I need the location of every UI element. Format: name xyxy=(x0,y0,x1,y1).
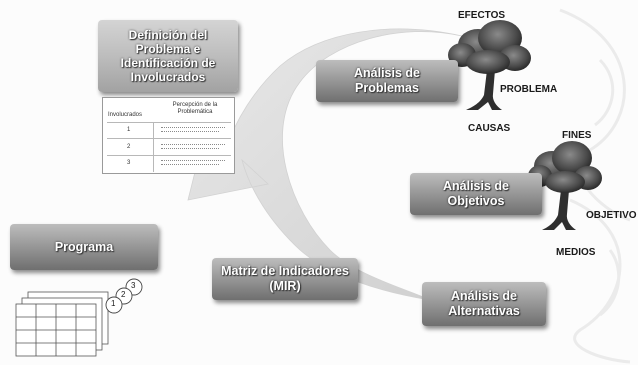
objective-tree-icon xyxy=(528,141,602,230)
problem-tree-right-label: PROBLEMA xyxy=(500,84,558,95)
analisis-problemas-label: Análisis de Problemas xyxy=(354,66,420,95)
table-header-involucrados: Involucrados xyxy=(107,112,143,118)
calendar-grid-icon xyxy=(15,291,109,357)
objective-tree-bottom-label: MEDIOS xyxy=(556,247,596,258)
table-cell-placeholder xyxy=(161,144,225,145)
table-row-number: 3 xyxy=(127,160,131,166)
objective-tree-top-label: FINES xyxy=(562,130,592,141)
problem-tree-top-label: EFECTOS xyxy=(458,10,506,21)
analisis-objetivos-label: Análisis de Objetivos xyxy=(443,179,509,208)
table-cell-placeholder xyxy=(161,131,219,132)
problem-tree-bottom-label: CAUSAS xyxy=(468,123,511,134)
table-row-rule xyxy=(107,138,231,139)
calendar-badge-1: 1 xyxy=(111,299,116,308)
objective-tree-right-label: OBJETIVO xyxy=(586,210,637,221)
matriz-indicadores-label: Matriz de Indicadores (MIR) xyxy=(221,264,349,293)
calendar-badge-3: 3 xyxy=(131,281,136,290)
stakeholders-table: Involucrados Percepción de la Problemáti… xyxy=(102,97,235,174)
table-column-divider xyxy=(153,122,154,172)
table-header-percepcion: Percepción de la Problemática xyxy=(172,102,218,115)
table-header-rule xyxy=(107,122,231,123)
calendar-badge-circles xyxy=(105,278,143,314)
definicion-label: Definición del Problema e Identificación… xyxy=(120,28,216,84)
watermark-ornament xyxy=(559,8,631,364)
table-row-rule xyxy=(107,155,231,156)
analisis-alternativas-label: Análisis de Alternativas xyxy=(448,289,520,318)
table-row-number: 1 xyxy=(127,127,131,133)
table-cell-placeholder xyxy=(161,164,219,165)
table-row-number: 2 xyxy=(127,144,131,150)
table-cell-placeholder xyxy=(161,127,225,128)
programa-label: Programa xyxy=(54,239,114,254)
table-cell-placeholder xyxy=(161,160,225,161)
table-cell-placeholder xyxy=(161,148,219,149)
matriz-indicadores-box: Matriz de Indicadores (MIR) xyxy=(212,258,358,300)
analisis-objetivos-box: Análisis de Objetivos xyxy=(410,173,542,215)
calendar-badge-2: 2 xyxy=(121,290,126,299)
definicion-box: Definición del Problema e Identificación… xyxy=(98,20,238,92)
analisis-alternativas-box: Análisis de Alternativas xyxy=(422,282,546,326)
problem-tree-icon xyxy=(448,20,531,110)
programa-box: Programa xyxy=(10,224,158,270)
analisis-problemas-box: Análisis de Problemas xyxy=(316,60,458,102)
